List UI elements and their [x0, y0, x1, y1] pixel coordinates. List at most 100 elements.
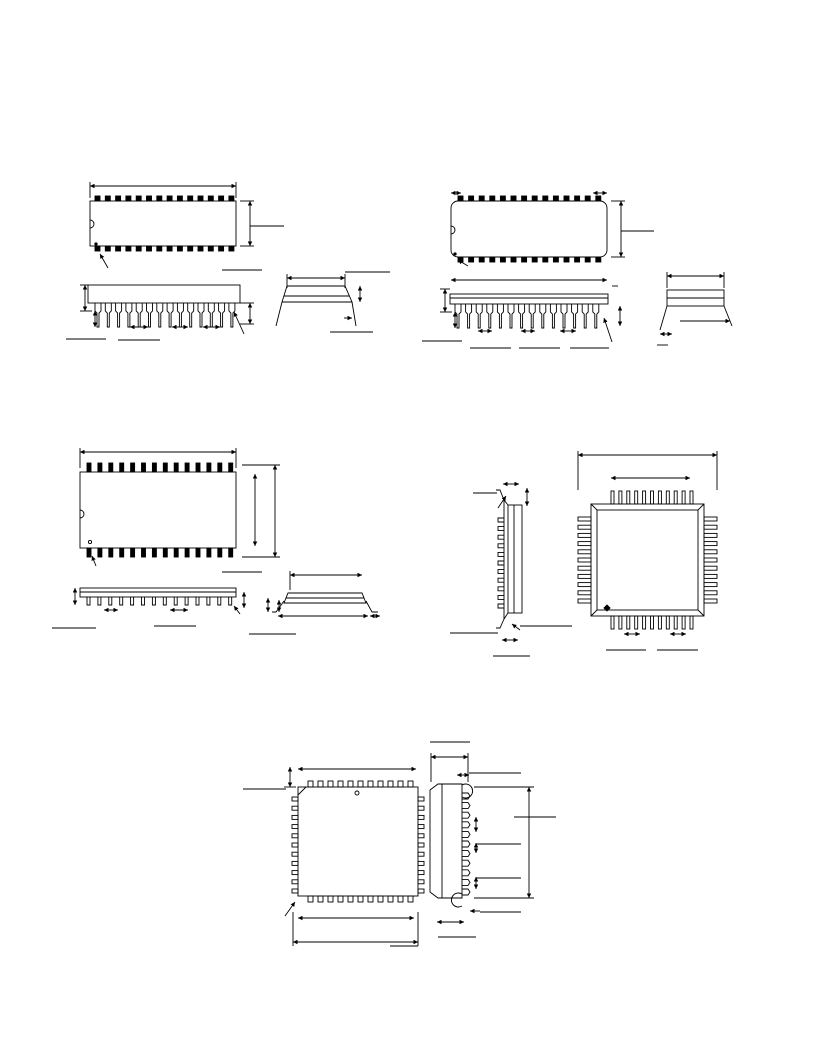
leader-arrow [284, 901, 296, 917]
pin-bottom [642, 615, 647, 630]
pin-top [184, 462, 190, 473]
pin-top [499, 195, 506, 202]
pin-right [703, 598, 718, 604]
lead [146, 303, 153, 328]
package-body-side [79, 587, 237, 598]
pad-side [462, 830, 471, 838]
pin-bottom [184, 547, 190, 558]
pin-bottom [94, 245, 101, 252]
pin-top [115, 195, 122, 202]
pin-bottom [618, 615, 623, 630]
pin-bottom [206, 547, 212, 558]
pin-bottom [166, 245, 173, 252]
corner-lead [461, 783, 474, 799]
package-chamfer [503, 498, 509, 621]
leader-arrow [91, 555, 97, 567]
lead [518, 304, 526, 329]
pin-top [94, 195, 101, 202]
corner-chamfer [297, 786, 307, 796]
pin-top [228, 462, 234, 473]
pin1-notch [89, 219, 95, 229]
lead [108, 597, 113, 606]
pad-right [417, 879, 425, 885]
pad-right [417, 842, 425, 848]
pad-left [291, 842, 299, 848]
plcc-44-top [577, 451, 718, 651]
pin-bottom [468, 256, 475, 263]
outline-line [590, 503, 598, 511]
pin-top [197, 195, 204, 202]
pin-right [703, 524, 718, 530]
pin-bottom [115, 245, 122, 252]
pad-left [291, 796, 299, 802]
lead [97, 597, 102, 606]
pin-bottom [217, 547, 223, 558]
pin-bottom [141, 547, 146, 558]
pad-top [407, 780, 414, 788]
lead [125, 303, 133, 328]
pad-side [462, 859, 471, 867]
pin-top [665, 490, 670, 505]
pad-side [462, 802, 471, 810]
lead-j [497, 543, 504, 549]
pin-top [125, 195, 132, 202]
pad-left [291, 888, 299, 894]
pin-bottom [156, 245, 163, 252]
lead [166, 303, 174, 328]
package-end [281, 285, 353, 303]
lead [507, 304, 515, 329]
leader-arrow [511, 623, 521, 631]
pin-bottom [626, 615, 631, 630]
pin-top [478, 195, 485, 202]
pad-top [317, 780, 324, 788]
pad-right [417, 851, 425, 857]
pin-bottom [97, 547, 103, 558]
pin-right [703, 532, 718, 538]
outline-line [697, 503, 705, 511]
lead-bottom [496, 618, 505, 629]
pad-bottom [307, 895, 314, 903]
leader-arrow [457, 259, 469, 267]
leader-arrow [497, 495, 507, 509]
pad-left [291, 805, 299, 811]
pin1-notch [450, 225, 456, 235]
pad-side [462, 878, 471, 886]
leader-arrow [233, 605, 241, 615]
pin-bottom [176, 245, 183, 252]
pin-bottom [521, 256, 528, 263]
package-body-side [507, 504, 523, 614]
lead [173, 597, 178, 606]
pin-top [97, 462, 103, 473]
pin-bottom [563, 256, 570, 263]
pin-bottom [162, 547, 168, 558]
pin-top [521, 195, 528, 202]
pin-bottom [657, 615, 662, 630]
lcc-44-side [429, 741, 556, 938]
pin-left [577, 565, 592, 571]
pin-bottom [86, 547, 92, 558]
corner-lead [450, 892, 463, 908]
pad-left [291, 860, 299, 866]
pad-left [291, 851, 299, 857]
pin-top [468, 195, 475, 202]
lead [130, 597, 135, 606]
pad-right [417, 888, 425, 894]
pin-right [703, 582, 718, 588]
pin-bottom [584, 256, 591, 263]
package-body [79, 471, 237, 549]
lead [228, 597, 233, 606]
pin-top [146, 195, 152, 202]
lead [184, 597, 189, 606]
pad-top [357, 780, 364, 788]
pad-top [377, 780, 384, 788]
leader-arrow [99, 253, 109, 269]
pin-top [108, 462, 114, 473]
pad-top [307, 780, 314, 788]
pin-right [703, 590, 718, 596]
pin-right [703, 565, 718, 571]
pin-top [135, 195, 142, 202]
pad-right [417, 870, 425, 876]
pad-right [417, 833, 425, 839]
pin-top [218, 195, 225, 202]
pad-bottom [347, 895, 354, 903]
